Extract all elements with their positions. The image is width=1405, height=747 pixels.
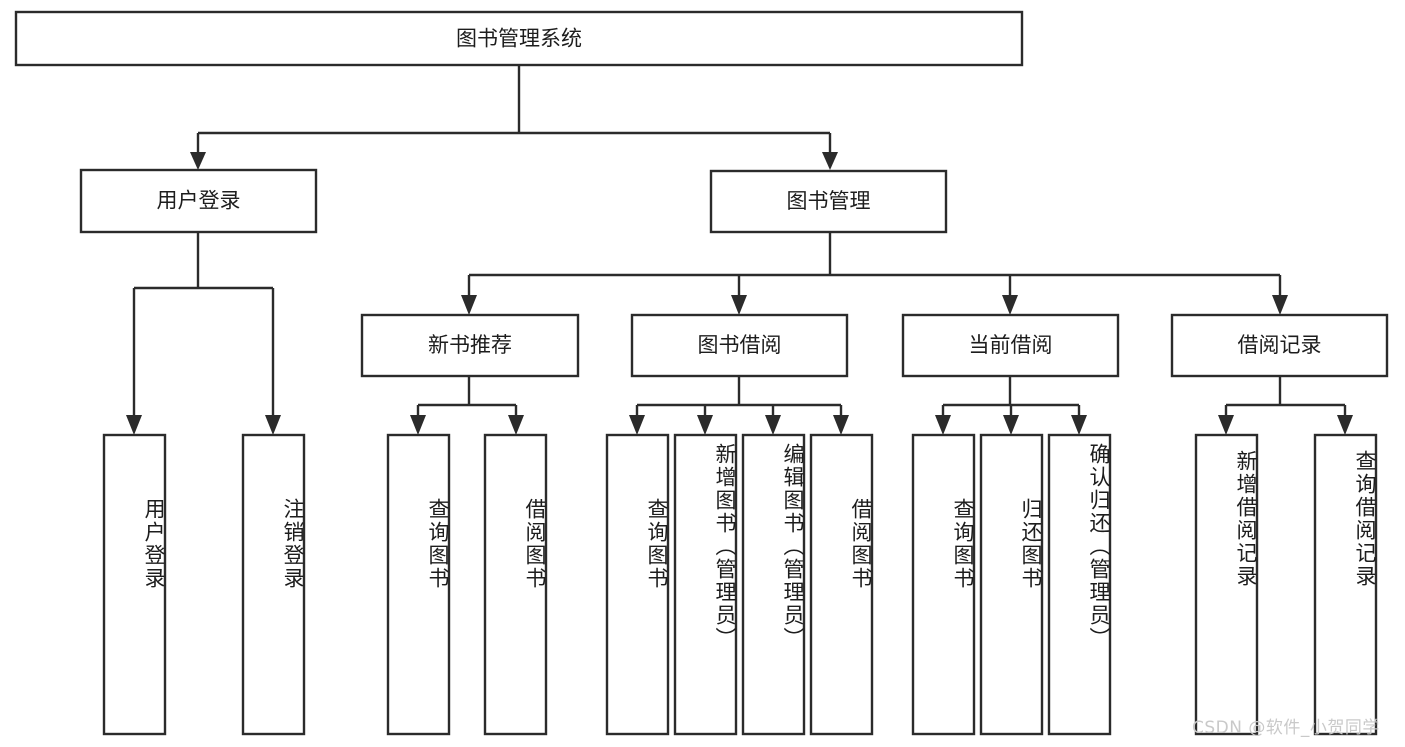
arrow-head-new-book-recommend: [461, 295, 477, 315]
node-leaf-borrow-book-bb-box[interactable]: [809, 433, 874, 736]
arrow-head-leaf-query-book-bb: [629, 415, 645, 435]
arrow-head-leaf-return-book: [1003, 415, 1019, 435]
node-leaf-return-book-box[interactable]: [979, 433, 1044, 736]
arrow-head-leaf-user-logout: [265, 415, 281, 435]
arrow-head-leaf-borrow-book-bb: [833, 415, 849, 435]
node-leaf-user-logout-box[interactable]: [241, 433, 306, 736]
node-book-borrow-label: 图书借阅: [698, 333, 782, 357]
node-root-label: 图书管理系统: [456, 27, 582, 51]
node-new-book-recommend-box[interactable]: [360, 313, 580, 378]
arrow-head-leaf-user-login: [126, 415, 142, 435]
node-book-manage-label: 图书管理: [787, 189, 871, 213]
node-leaf-add-book-box[interactable]: [673, 433, 738, 736]
node-leaf-user-login-box[interactable]: [102, 433, 167, 736]
arrow-head-leaf-add-record: [1218, 415, 1234, 435]
arrow-head-leaf-borrow-book-rec: [508, 415, 524, 435]
node-borrow-record-label: 借阅记录: [1238, 333, 1322, 357]
node-current-borrow-label: 当前借阅: [969, 333, 1053, 357]
arrow-head-borrow-record: [1272, 295, 1288, 315]
arrow-head-book-manage: [822, 152, 838, 170]
arrow-head-leaf-query-record: [1337, 415, 1353, 435]
csdn-watermark: CSDN @软件_小贺同学: [1192, 718, 1380, 738]
arrow-head-leaf-edit-book: [765, 415, 781, 435]
node-root[interactable]: 图书管理系统: [14, 10, 1024, 67]
node-leaf-query-book-rec-box[interactable]: [386, 433, 451, 736]
node-user-login-label: 用户登录: [157, 189, 241, 213]
node-new-book-recommend-label: 新书推荐: [428, 333, 512, 357]
node-user-login[interactable]: 用户登录: [79, 168, 318, 234]
node-leaf-confirm-return-box[interactable]: [1047, 433, 1112, 736]
node-leaf-query-book-bb-box[interactable]: [605, 433, 670, 736]
node-book-borrow-box[interactable]: [630, 313, 849, 378]
node-user-login-box[interactable]: [79, 168, 318, 234]
connector-layer: [126, 65, 1353, 435]
node-borrow-record-box[interactable]: [1170, 313, 1389, 378]
arrow-head-book-borrow: [731, 295, 747, 315]
arrow-head-leaf-add-book: [697, 415, 713, 435]
node-leaf-add-record-box[interactable]: [1194, 433, 1259, 736]
arrow-head-leaf-query-book-rec: [410, 415, 426, 435]
node-book-borrow[interactable]: 图书借阅: [630, 313, 849, 378]
node-book-manage-box[interactable]: [709, 169, 948, 234]
node-leaf-edit-book-box[interactable]: [741, 433, 806, 736]
arrow-head-leaf-confirm-return: [1071, 415, 1087, 435]
node-leaf-query-record-box[interactable]: [1313, 433, 1378, 736]
node-layer: 图书管理系统 用户登录 图书管理 新书推荐 图书借阅: [14, 10, 1389, 736]
arrow-head-current-borrow: [1002, 295, 1018, 315]
node-root-box[interactable]: [14, 10, 1024, 67]
node-borrow-record[interactable]: 借阅记录: [1170, 313, 1389, 378]
arrow-head-user-login: [190, 152, 206, 170]
arrow-head-leaf-query-book-cb: [935, 415, 951, 435]
node-new-book-recommend[interactable]: 新书推荐: [360, 313, 580, 378]
node-leaf-borrow-book-rec-box[interactable]: [483, 433, 548, 736]
node-leaf-query-book-cb-box[interactable]: [911, 433, 976, 736]
node-current-borrow-box[interactable]: [901, 313, 1120, 378]
node-book-manage[interactable]: 图书管理: [709, 169, 948, 234]
node-current-borrow[interactable]: 当前借阅: [901, 313, 1120, 378]
